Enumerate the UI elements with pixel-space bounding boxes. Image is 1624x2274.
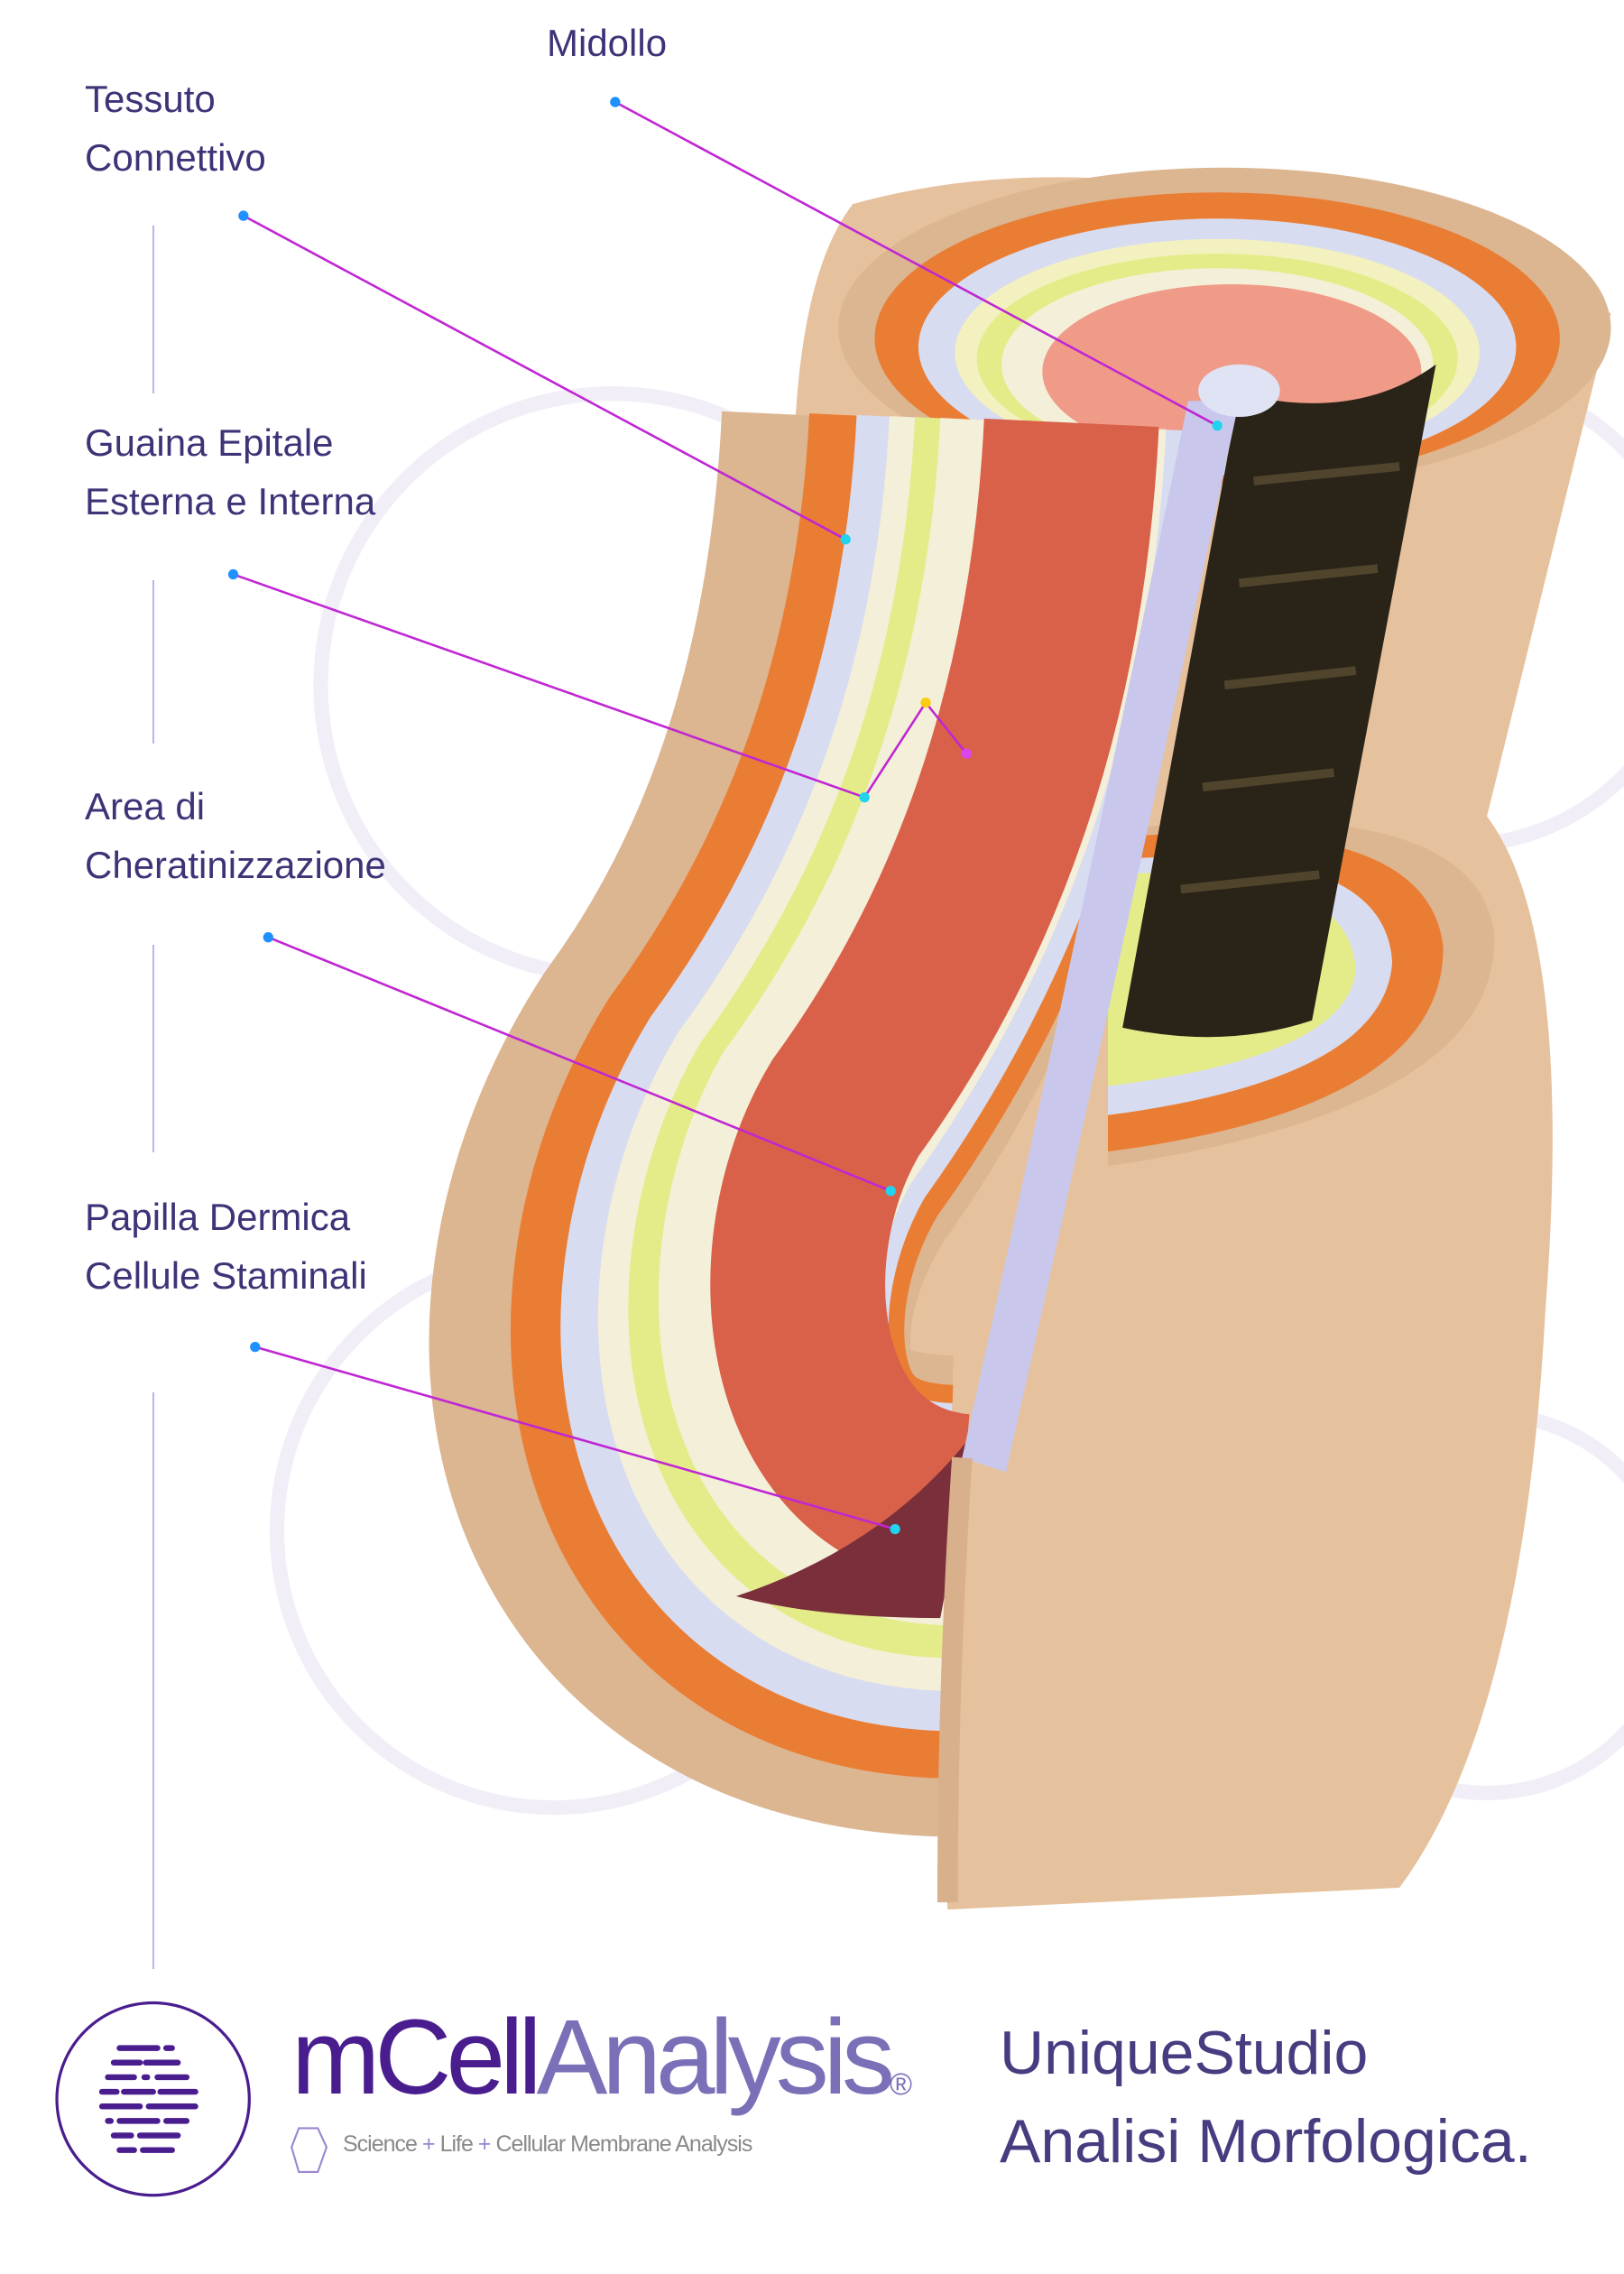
leader-area bbox=[267, 936, 891, 1192]
leader-tessuto bbox=[243, 214, 846, 541]
label-line: Cellule Staminali bbox=[85, 1254, 367, 1297]
hair-shaft bbox=[1122, 364, 1436, 1038]
tagline-life: Life bbox=[439, 2131, 474, 2157]
leader-guaina bbox=[233, 573, 968, 800]
label-line: Papilla Dermica bbox=[85, 1196, 351, 1238]
label-tessuto-connettivo: Tessuto Connettivo bbox=[85, 69, 266, 187]
medulla-strip bbox=[962, 401, 1240, 1473]
leader-dots bbox=[227, 97, 1223, 1535]
divider-line bbox=[152, 945, 154, 1152]
label-area-cheratinizzazione: Area di Cheratinizzazione bbox=[85, 777, 386, 894]
brand-tagline: Science+Life+Cellular Membrane Analysis bbox=[343, 2131, 752, 2158]
hexagon-icon bbox=[291, 2127, 328, 2173]
studio-title: UniqueStudio bbox=[1000, 2019, 1369, 2087]
label-guaina-epitale: Guaina Epitale Esterna e Interna bbox=[85, 413, 375, 531]
studio-subtitle: Analisi Morfologica. bbox=[1000, 2107, 1532, 2176]
tagline-science: Science bbox=[343, 2131, 418, 2157]
label-line: Esterna e Interna bbox=[85, 480, 376, 522]
leader-lines bbox=[233, 100, 1218, 1530]
label-line: Area di bbox=[85, 785, 206, 827]
label-line: Guaina Epitale bbox=[85, 421, 334, 464]
plus-icon: + bbox=[421, 2131, 436, 2157]
leader-papilla bbox=[254, 1345, 896, 1530]
label-line: Cheratinizzazione bbox=[85, 844, 386, 886]
dermal-papilla bbox=[735, 1428, 977, 1619]
plus-icon: + bbox=[477, 2131, 492, 2157]
mcell-logo-icon bbox=[55, 2001, 251, 2197]
brand-name-part2: Analysis bbox=[536, 1998, 895, 2117]
divider-line bbox=[152, 226, 154, 393]
brand-name-part1: mCell bbox=[291, 1998, 542, 2117]
label-line: Connettivo bbox=[85, 136, 266, 179]
registered-mark: ® bbox=[889, 2067, 913, 2102]
divider-line bbox=[152, 580, 154, 744]
label-papilla-dermica: Papilla Dermica Cellule Staminali bbox=[85, 1188, 367, 1305]
leader-midollo bbox=[614, 100, 1218, 427]
label-midollo: Midollo bbox=[547, 22, 668, 64]
label-line: Tessuto bbox=[85, 78, 216, 120]
divider-line bbox=[152, 1392, 154, 1969]
tagline-cma: Cellular Membrane Analysis bbox=[495, 2131, 752, 2157]
brand-wordmark: mCellAnalysis® bbox=[291, 1999, 912, 2116]
